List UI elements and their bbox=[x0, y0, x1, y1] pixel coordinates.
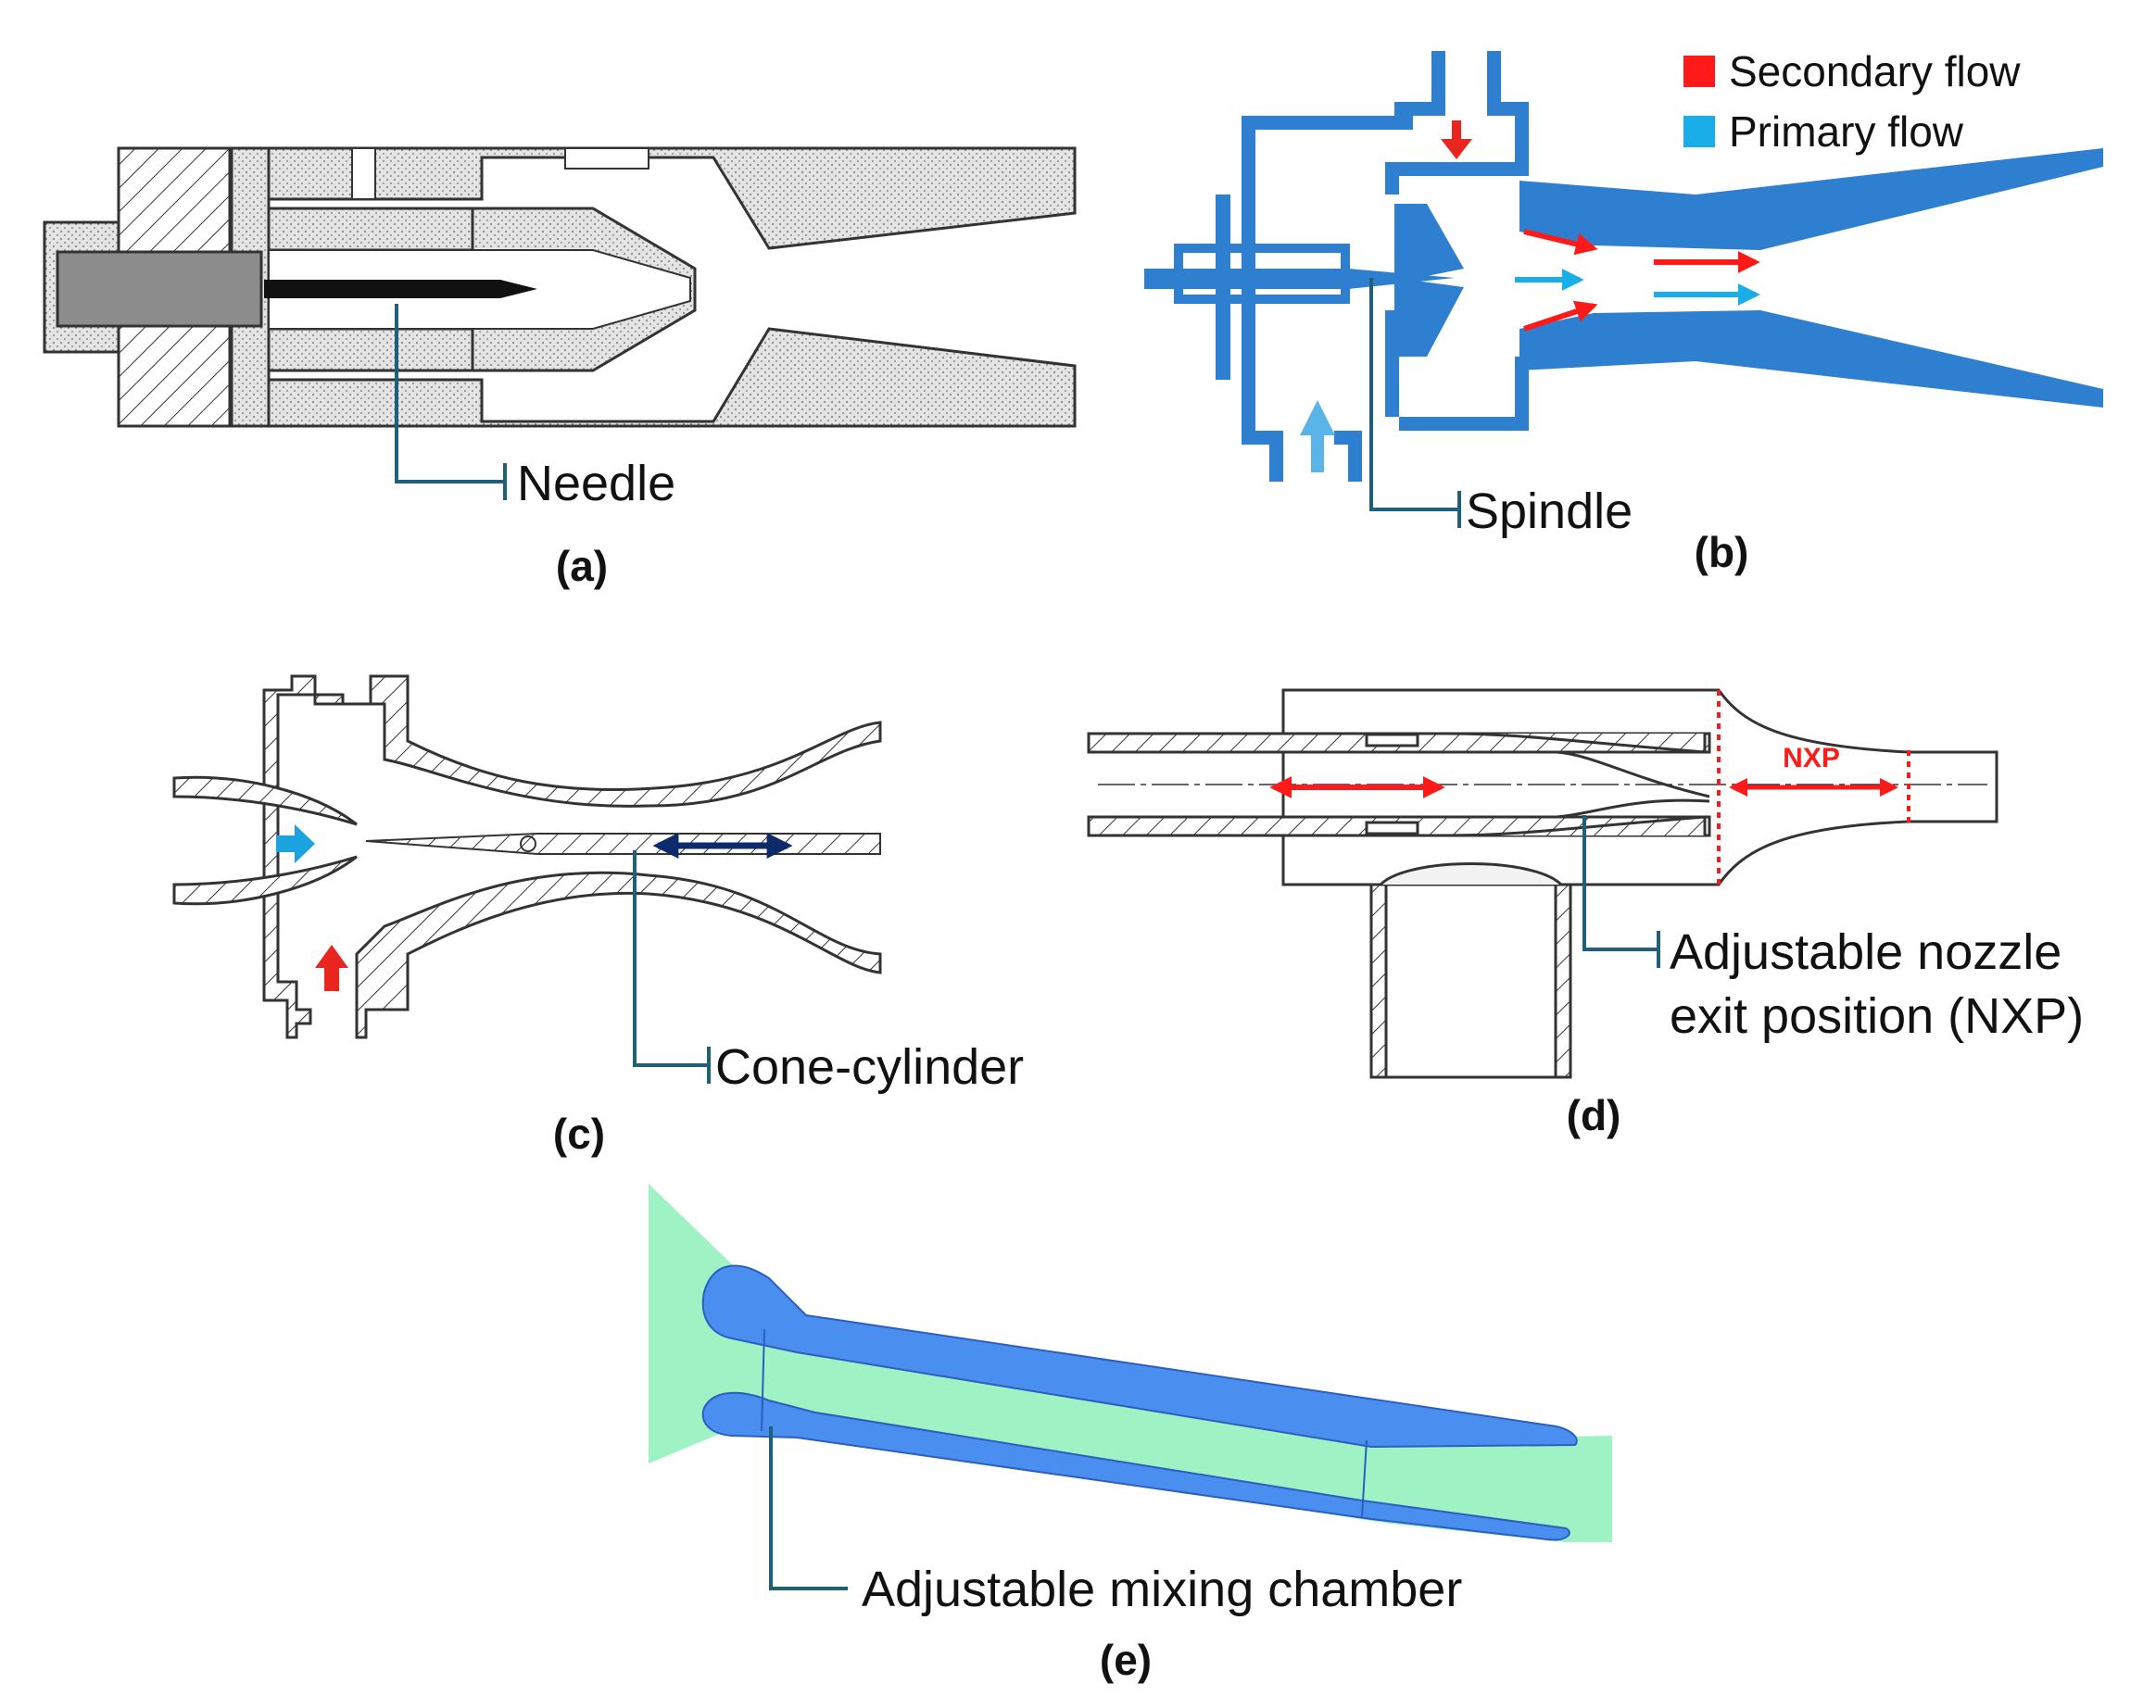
ejector-c-drawing bbox=[172, 674, 882, 1039]
legend-b: Secondary flow Primary flow bbox=[1683, 47, 2021, 156]
spindle-leader-line bbox=[1369, 278, 1459, 511]
panel-c: Cone-cylinder (c) bbox=[172, 674, 1024, 1158]
panel-a-caption: (a) bbox=[556, 542, 608, 590]
panel-d: NXP Adjustable nozzle exit position (NXP… bbox=[1087, 688, 2084, 1139]
panel-c-caption: (c) bbox=[553, 1110, 605, 1158]
panel-b-caption: (b) bbox=[1695, 528, 1749, 576]
nxp-label: NXP bbox=[1783, 743, 1840, 773]
mixing-chamber-leader-line bbox=[769, 1426, 848, 1590]
ejector-a-drawing bbox=[43, 146, 1077, 428]
ejector-b-drawing bbox=[1144, 51, 2103, 482]
legend-label-primary: Primary flow bbox=[1729, 107, 1964, 156]
needle-leader-line bbox=[395, 304, 505, 484]
nxp-markers: NXP bbox=[1269, 690, 1910, 885]
cone-cylinder-callout: Cone-cylinder bbox=[715, 1039, 1024, 1095]
panel-b: Secondary flow Primary flow Spindle (b) bbox=[1144, 47, 2103, 576]
legend-swatch-secondary bbox=[1683, 56, 1715, 87]
legend-label-secondary: Secondary flow bbox=[1729, 47, 2021, 95]
nxp-callout-line2: exit position (NXP) bbox=[1670, 988, 2084, 1044]
panel-d-caption: (d) bbox=[1567, 1091, 1621, 1139]
ejector-d-drawing bbox=[1087, 688, 1998, 1079]
panel-e-caption: (e) bbox=[1100, 1636, 1152, 1684]
panel-e: Adjustable mixing chamber (e) bbox=[649, 1184, 1612, 1684]
panel-a: Needle (a) bbox=[43, 146, 1077, 590]
mixing-chamber-callout: Adjustable mixing chamber bbox=[862, 1562, 1462, 1617]
mixing-chamber-3d bbox=[649, 1184, 1612, 1542]
nxp-leader-line bbox=[1582, 815, 1658, 951]
legend-swatch-primary bbox=[1683, 116, 1715, 147]
nxp-callout-line1: Adjustable nozzle bbox=[1670, 924, 2061, 980]
spindle-callout: Spindle bbox=[1466, 484, 1633, 539]
cone-cylinder-leader-line bbox=[633, 850, 709, 1067]
flow-arrows-c bbox=[276, 824, 793, 991]
flow-arrows-b bbox=[1300, 120, 1760, 472]
needle-callout: Needle bbox=[517, 456, 675, 511]
